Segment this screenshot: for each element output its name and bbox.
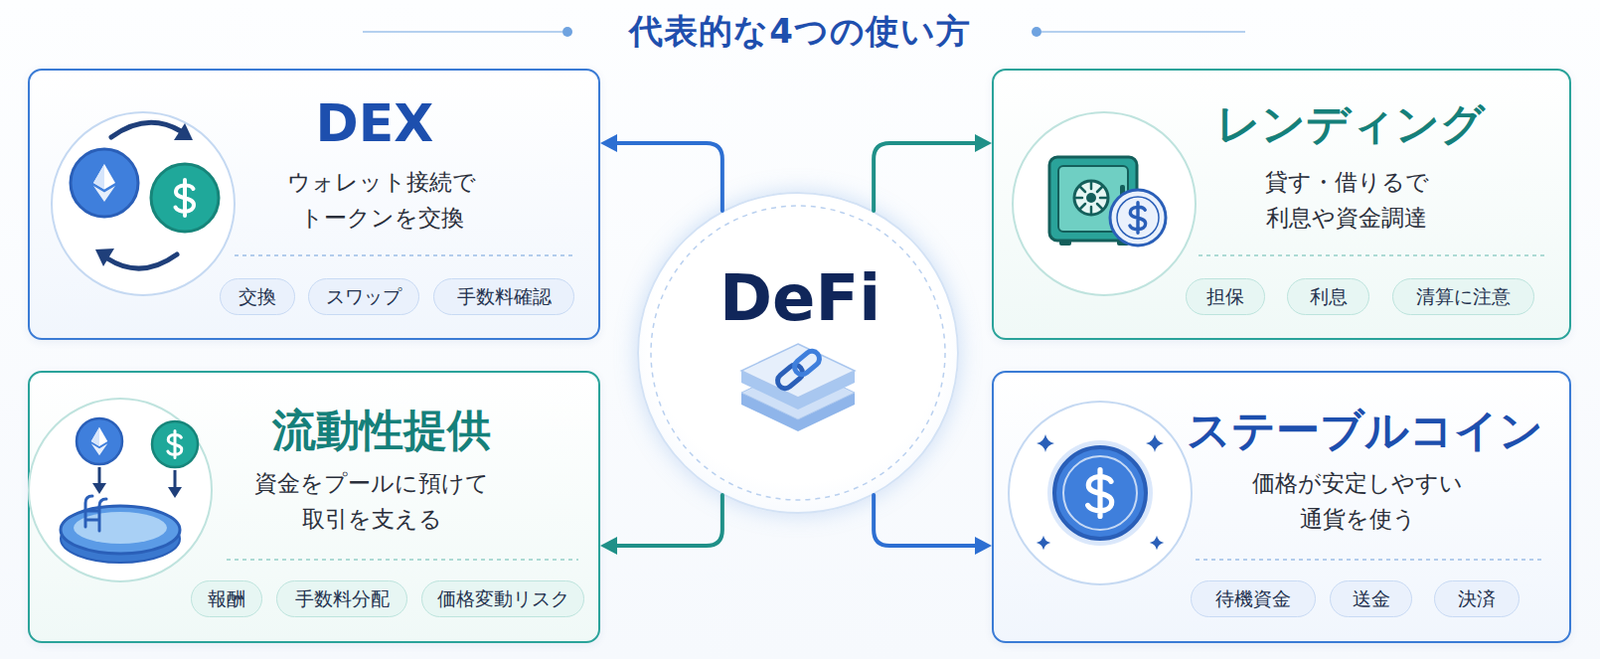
connector-arrow <box>600 134 723 211</box>
pool-icon <box>28 398 212 582</box>
tag-label: 交換 <box>238 284 277 311</box>
tag-label: 価格変動リスク <box>437 586 570 613</box>
card-description: 資金をプールに預けて 取引を支える <box>237 466 506 537</box>
tag-label: 利息 <box>1309 284 1348 311</box>
tag-label: 報酬 <box>207 586 246 613</box>
keyword-tag: 手数料確認 <box>433 278 575 316</box>
keyword-tag: 交換 <box>219 278 296 316</box>
tag-label: 手数料確認 <box>457 284 552 311</box>
keyword-tag: 手数料分配 <box>276 580 408 618</box>
card-description: 価格が安定しやすい 通貨を使う <box>1223 466 1492 537</box>
tag-label: 手数料分配 <box>295 586 390 613</box>
card-description: 貸す・借りるで 利息や資金調達 <box>1212 164 1481 236</box>
tag-label: 清算に注意 <box>1416 284 1511 311</box>
hub-circle: DeFi <box>637 191 960 514</box>
use-case-card: DEX ウォレット接続で トークンを交換交換 スワップ 手数料確認 <box>27 68 601 340</box>
arrow-head <box>600 134 618 153</box>
connector-arrow <box>873 494 992 555</box>
use-case-card: レンディング貸す・借りるで 利息や資金調達担保 利息 清算に注意 <box>991 68 1572 340</box>
keyword-tag: 価格変動リスク <box>421 580 585 618</box>
card-description: ウォレット接続で トークンを交換 <box>247 164 516 236</box>
tag-label: 待機資金 <box>1215 586 1291 613</box>
card-title: レンディング <box>1216 100 1485 149</box>
tag-label: 担保 <box>1206 284 1245 311</box>
arrow-head <box>600 536 618 555</box>
keyword-tag: 利息 <box>1286 278 1370 316</box>
dashed-divider <box>226 255 1547 560</box>
keyword-tag: 担保 <box>1185 278 1266 316</box>
keyword-tag: スワップ <box>308 278 420 316</box>
diagram-title: 代表的な4つの使い方 <box>0 8 1600 53</box>
keyword-tag: 送金 <box>1329 580 1413 618</box>
connector-line <box>873 494 980 546</box>
connector-arrow <box>600 494 723 555</box>
use-case-card: ステーブルコイン価格が安定しやすい 通貨を使う待機資金 送金 決済 <box>991 370 1572 643</box>
keyword-tag: 清算に注意 <box>1392 278 1535 316</box>
keyword-tag: 報酬 <box>190 580 263 618</box>
connector-line <box>873 143 980 211</box>
swap-icon <box>51 112 235 296</box>
safe-icon <box>1012 112 1196 296</box>
card-title: ステーブルコイン <box>1186 406 1544 455</box>
connector-line <box>612 143 723 211</box>
arrow-head <box>974 134 992 153</box>
tag-label: スワップ <box>325 284 402 311</box>
hub-label: DeFi <box>719 261 881 335</box>
use-case-card: 流動性提供資金をプールに預けて 取引を支える報酬 手数料分配 価格変動リスク <box>27 370 601 643</box>
connector-arrow <box>873 134 992 211</box>
arrow-head <box>974 536 992 555</box>
coin-icon <box>1008 401 1192 585</box>
keyword-tag: 待機資金 <box>1190 580 1316 618</box>
card-title: 流動性提供 <box>272 406 491 455</box>
hub-ornament <box>650 205 946 500</box>
tag-label: 決済 <box>1457 586 1496 613</box>
keyword-tag: 決済 <box>1434 580 1520 618</box>
connector-line <box>612 494 723 546</box>
card-title: DEX <box>316 95 435 153</box>
tag-label: 送金 <box>1352 586 1391 613</box>
